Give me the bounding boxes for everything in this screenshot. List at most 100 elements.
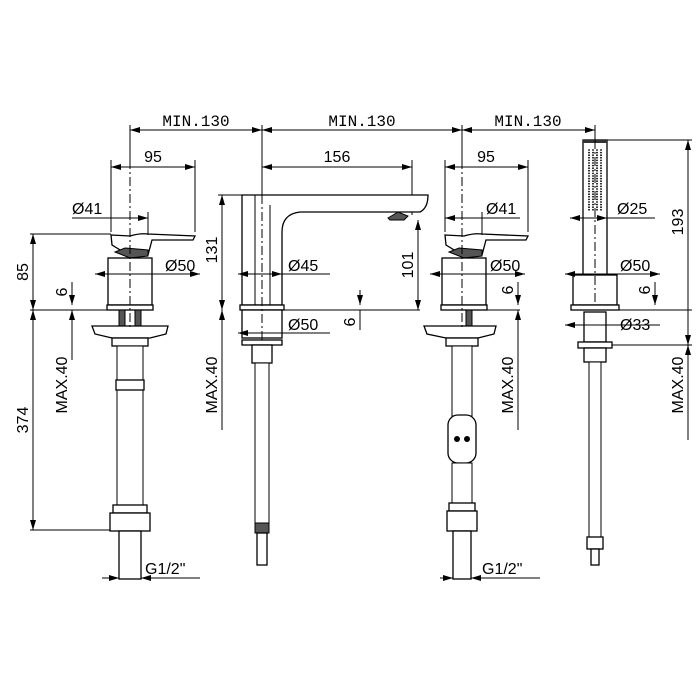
shower-holder-diameter-label: Ø50 bbox=[620, 258, 650, 275]
left-mixer: 95 Ø41 Ø50 85 6 MAX.40 374 G1/2" bbox=[15, 149, 200, 581]
shower-handle-diameter-label: Ø25 bbox=[617, 201, 647, 218]
left-max-deck-label: MAX.40 bbox=[54, 356, 71, 413]
shower-height-label: 193 bbox=[670, 209, 687, 236]
shower-base-diameter-label: Ø33 bbox=[620, 317, 650, 334]
left-body-diameter-label: Ø50 bbox=[165, 258, 195, 275]
nozzle-dot bbox=[592, 193, 594, 196]
nozzle-dot bbox=[600, 190, 602, 193]
nozzle-dot bbox=[596, 169, 598, 172]
nozzle-dot bbox=[588, 185, 590, 188]
right-depth-label: 95 bbox=[477, 149, 495, 166]
nozzle-dot bbox=[592, 151, 594, 154]
left-plate-label: 6 bbox=[54, 287, 71, 296]
nozzle-dot bbox=[600, 177, 602, 180]
nozzle-dot bbox=[596, 193, 598, 196]
nozzle-dot bbox=[600, 162, 602, 164]
nozzle-dot bbox=[592, 156, 594, 159]
left-depth-label: 95 bbox=[144, 149, 162, 166]
nozzle-dot bbox=[588, 159, 590, 162]
nozzle-dot bbox=[588, 167, 590, 170]
nozzle-dot bbox=[596, 164, 598, 167]
nozzle-dot bbox=[592, 180, 594, 183]
nozzle-dot bbox=[588, 182, 590, 185]
spout-body-diameter-label: Ø45 bbox=[288, 258, 318, 275]
nozzle-dot bbox=[588, 151, 590, 154]
left-hose-length-label: 374 bbox=[15, 407, 32, 434]
nozzle-dot bbox=[596, 177, 598, 180]
nozzle-dot bbox=[600, 151, 602, 154]
nozzle-dot bbox=[592, 206, 594, 209]
nozzle-dot bbox=[600, 208, 602, 211]
right-thread-label: G1/2" bbox=[482, 561, 522, 578]
right-max-deck-label: MAX.40 bbox=[500, 356, 517, 413]
right-mixer: 95 Ø41 Ø50 6 MAX.40 G1/2" bbox=[423, 149, 540, 581]
nozzle-dot bbox=[600, 185, 602, 188]
nozzle-dot bbox=[592, 159, 594, 162]
nozzle-dot bbox=[592, 190, 594, 193]
shower-plate-label: 6 bbox=[637, 285, 654, 294]
nozzle-dot bbox=[588, 149, 590, 151]
nozzle-dot bbox=[592, 195, 594, 198]
spacing-left-label: MIN.130 bbox=[162, 113, 229, 131]
nozzle-dot bbox=[588, 162, 590, 164]
nozzle-dot bbox=[592, 198, 594, 201]
nozzle-dot bbox=[592, 167, 594, 170]
nozzle-dot bbox=[600, 159, 602, 162]
spout-reach-label: 156 bbox=[324, 149, 351, 166]
nozzle-dot bbox=[592, 182, 594, 185]
nozzle-dot bbox=[596, 180, 598, 183]
nozzle-dot bbox=[588, 208, 590, 211]
nozzle-dot bbox=[588, 198, 590, 201]
nozzle-dot bbox=[592, 201, 594, 203]
nozzle-dot bbox=[596, 175, 598, 177]
nozzle-dot bbox=[600, 203, 602, 206]
nozzle-dot bbox=[588, 177, 590, 180]
nozzle-dot bbox=[592, 164, 594, 167]
spout-height-label: 131 bbox=[204, 237, 221, 264]
nozzle-dot bbox=[592, 172, 594, 175]
spacing-right-label: MIN.130 bbox=[494, 113, 561, 131]
nozzle-dot bbox=[600, 201, 602, 203]
nozzle-dot bbox=[600, 180, 602, 183]
right-body-diameter-label: Ø50 bbox=[490, 258, 520, 275]
nozzle-dot bbox=[588, 156, 590, 159]
hand-shower: 193 Ø25 Ø50 6 Ø33 MAX.40 bbox=[565, 139, 692, 566]
nozzle-dot bbox=[596, 188, 598, 190]
spout-max-deck-label: MAX.40 bbox=[204, 356, 221, 413]
nozzle-dot bbox=[588, 164, 590, 167]
nozzle-dot bbox=[596, 208, 598, 211]
right-plate-label: 6 bbox=[500, 285, 517, 294]
nozzle-dot bbox=[592, 177, 594, 180]
nozzle-dot bbox=[600, 164, 602, 167]
nozzle-dot bbox=[588, 203, 590, 206]
nozzle-dot bbox=[592, 162, 594, 164]
nozzle-dot bbox=[596, 167, 598, 170]
nozzle-dot bbox=[588, 201, 590, 203]
spacing-dimensions: MIN.130 MIN.130 MIN.130 bbox=[129, 113, 596, 300]
nozzle-dot bbox=[596, 198, 598, 201]
nozzle-dot bbox=[596, 159, 598, 162]
nozzle-dot bbox=[596, 154, 598, 157]
nozzle-dot bbox=[592, 208, 594, 211]
nozzle-dot bbox=[596, 151, 598, 154]
nozzle-dot bbox=[596, 201, 598, 203]
nozzle-dot bbox=[588, 188, 590, 190]
nozzle-dot bbox=[592, 149, 594, 151]
nozzle-dot bbox=[588, 154, 590, 157]
nozzle-dot bbox=[588, 172, 590, 175]
nozzle-dot bbox=[596, 162, 598, 164]
nozzle-dot bbox=[600, 195, 602, 198]
nozzle-dot bbox=[596, 156, 598, 159]
spout-plate-label: 6 bbox=[342, 317, 359, 326]
nozzle-dot bbox=[600, 175, 602, 177]
left-thread-label: G1/2" bbox=[145, 561, 185, 578]
nozzle-dot bbox=[600, 169, 602, 172]
left-handle-diameter-label: Ø41 bbox=[72, 201, 102, 218]
nozzle-dot bbox=[588, 193, 590, 196]
nozzle-dot bbox=[600, 154, 602, 157]
nozzle-dot bbox=[592, 203, 594, 206]
nozzle-dot bbox=[596, 182, 598, 185]
nozzle-dot bbox=[588, 206, 590, 209]
shower-max-deck-label: MAX.40 bbox=[670, 356, 687, 413]
